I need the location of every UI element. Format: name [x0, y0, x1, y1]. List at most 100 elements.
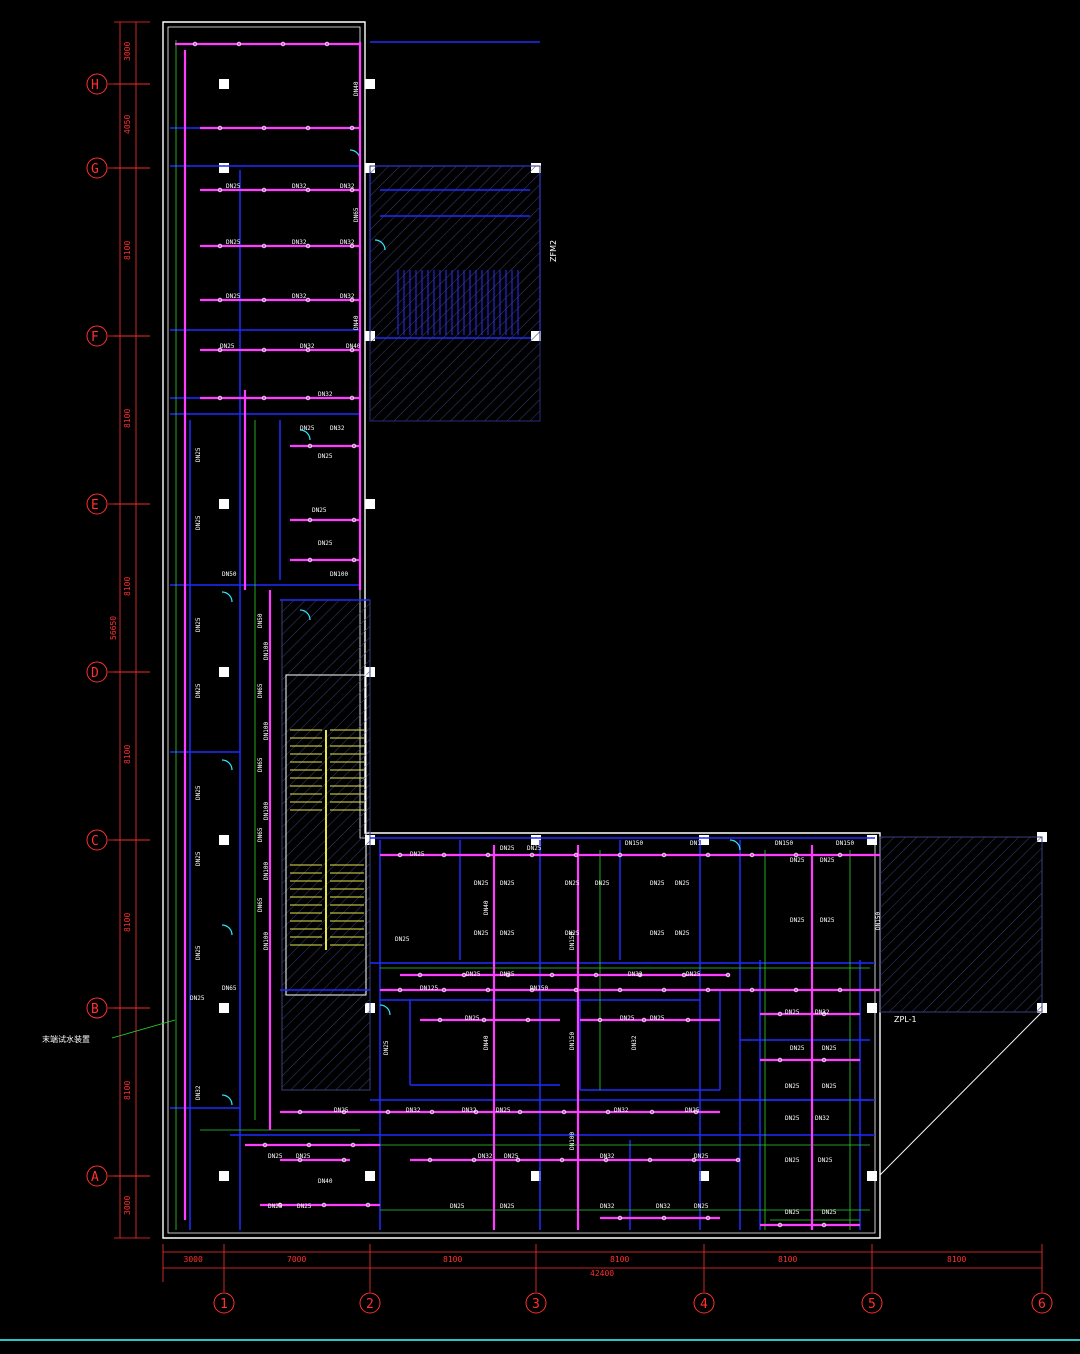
- sprinkler-head: [305, 187, 311, 193]
- pipe-label: DN32: [406, 1107, 421, 1114]
- column-marker: [531, 1171, 541, 1181]
- sprinkler-head: [641, 1017, 647, 1023]
- dim-value-bottom: 8100: [610, 1255, 629, 1264]
- door-swing: [349, 149, 361, 161]
- annotations: 末端试水装置 ZFM2 ZPL-1: [42, 240, 917, 1044]
- pipe-label: DN32: [195, 1085, 202, 1100]
- sprinkler-head: [297, 1109, 303, 1115]
- sprinkler-head: [341, 1157, 347, 1163]
- pipe-label: DN25: [410, 851, 425, 858]
- pipe-label: DN32: [628, 971, 643, 978]
- sprinkler-head: [749, 987, 755, 993]
- sprinkler-head: [573, 852, 579, 858]
- stair-core-outline: [285, 674, 367, 996]
- axis-row-label: A: [91, 1170, 99, 1185]
- column-marker: [219, 835, 229, 845]
- sprinkler-head: [777, 1057, 783, 1063]
- sprinkler-head: [397, 852, 403, 858]
- sprinkler-head: [217, 395, 223, 401]
- callout-leader: [111, 1019, 176, 1039]
- pipe-label: DN25: [195, 617, 202, 632]
- sprinkler-head: [307, 443, 313, 449]
- pipe-label: DN25: [504, 1153, 519, 1160]
- sprinkler-head: [617, 987, 623, 993]
- door-swing: [221, 1094, 233, 1106]
- axis-column-label: 3: [532, 1297, 540, 1312]
- sprinkler-head: [236, 41, 242, 47]
- sprinkler-pipes: [175, 41, 880, 1230]
- pipe-label: DN25: [650, 880, 665, 887]
- left-callout-text: 末端试水装置: [42, 1034, 90, 1044]
- pipe-label: DN25: [318, 540, 333, 547]
- sprinkler-head: [429, 1109, 435, 1115]
- sprinkler-head: [515, 1157, 521, 1163]
- pipe-label: DN65: [257, 683, 264, 698]
- sprinkler-head: [349, 125, 355, 131]
- column-marker: [867, 1003, 877, 1013]
- column-marker: [531, 835, 541, 845]
- pipe-label: DN32: [292, 239, 307, 246]
- sprinkler-head: [217, 243, 223, 249]
- pipe-label: DN32: [462, 1107, 477, 1114]
- sprinkler-head: [793, 852, 799, 858]
- sprinkler-head: [305, 125, 311, 131]
- door-swing: [221, 759, 233, 771]
- pipe-label: DN25: [195, 683, 202, 698]
- pipe-label: DN25: [395, 936, 410, 943]
- hatch-stair-north: [369, 165, 541, 422]
- sprinkler-head: [821, 1011, 827, 1017]
- pipe-label: DN32: [656, 1203, 671, 1210]
- sprinkler-head: [735, 1157, 741, 1163]
- pipe-label: DN65: [222, 985, 237, 992]
- sprinkler-head: [573, 987, 579, 993]
- column-marker: [219, 79, 229, 89]
- pipe-label: DN150: [530, 985, 548, 992]
- dimension-lines: 3000405081008100810081008100810030005665…: [109, 21, 1043, 1282]
- sprinkler-head: [297, 1157, 303, 1163]
- pipe-label: DN25: [595, 880, 610, 887]
- sprinkler-head: [349, 243, 355, 249]
- axis-column-label: 5: [868, 1297, 876, 1312]
- dim-value-left: 3000: [123, 42, 132, 61]
- pipe-label: DN32: [292, 293, 307, 300]
- sprinkler-head: [324, 41, 330, 47]
- axis-bubble-icon: [86, 325, 108, 347]
- pipe-label: DN25: [785, 1083, 800, 1090]
- sprinkler-head: [261, 187, 267, 193]
- column-marker: [867, 1171, 877, 1181]
- pipe-label: DN25: [785, 1157, 800, 1164]
- hatch-canopy-east: [879, 836, 1043, 1013]
- sprinkler-head: [517, 1109, 523, 1115]
- pipe-label: DN100: [330, 571, 348, 578]
- sprinkler-head: [485, 852, 491, 858]
- stair-treads: [285, 270, 519, 996]
- outer-wall: [162, 21, 881, 1239]
- dim-value-bottom: 8100: [947, 1255, 966, 1264]
- sprinkler-head: [217, 187, 223, 193]
- sprinkler-head: [321, 1202, 327, 1208]
- axis-row-label: G: [91, 162, 99, 177]
- pipe-label: DN32: [614, 1107, 629, 1114]
- door-swing: [299, 429, 311, 441]
- axis-bubble-icon: [86, 661, 108, 683]
- sprinkler-head: [505, 972, 511, 978]
- pipe-label: DN40: [483, 900, 490, 915]
- sprinkler-head: [417, 972, 423, 978]
- pipe-label: DN65: [257, 757, 264, 772]
- sprinkler-head: [617, 1215, 623, 1221]
- pipe-label: DN25: [450, 1203, 465, 1210]
- pipe-label: DN50: [222, 571, 237, 578]
- sprinkler-head: [561, 1109, 567, 1115]
- axis-column-label: 1: [220, 1297, 228, 1312]
- sprinkler-head: [691, 1157, 697, 1163]
- sprinkler-head: [647, 1157, 653, 1163]
- pipe-label: DN32: [631, 1035, 638, 1050]
- pipe-label: DN100: [569, 1132, 576, 1150]
- pipe-label: DN40: [346, 343, 361, 350]
- pipe-label: DN25: [500, 971, 515, 978]
- pipe-label: DN25: [565, 880, 580, 887]
- pipe-label: DN32: [340, 239, 355, 246]
- dim-value-bottom: 8100: [443, 1255, 462, 1264]
- dim-value-bottom: 8100: [778, 1255, 797, 1264]
